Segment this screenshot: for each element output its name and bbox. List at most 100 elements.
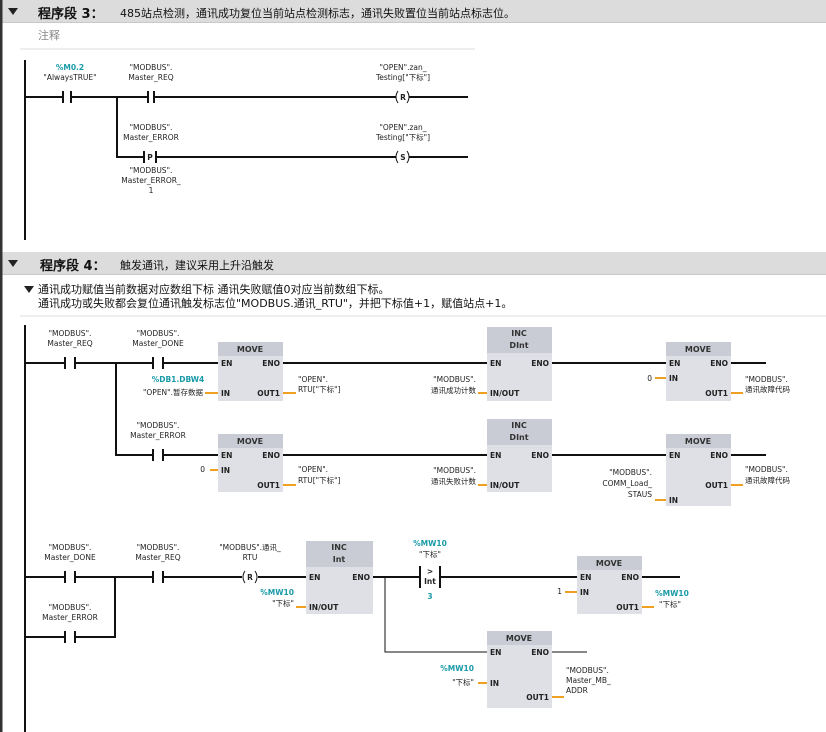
contact-tag: "MODBUS". — [137, 329, 180, 338]
contact-tag: "MODBUS". — [137, 421, 180, 430]
positive-edge-contact[interactable]: P — [147, 153, 153, 162]
pin-out1: OUT1 — [257, 389, 280, 398]
pin-out1: OUT1 — [616, 603, 639, 612]
operand-address: %DB1.DBW4 — [152, 375, 205, 384]
coil-tag: "OPEN".zan_ — [379, 63, 426, 72]
coil-tag: RTU — [243, 553, 258, 562]
pin-inout: IN/OUT — [490, 389, 520, 398]
network-4-title: 程序段 4： — [40, 259, 106, 274]
inc-type[interactable]: DInt — [509, 341, 528, 350]
operand-tag: 通讯故障代码 — [745, 475, 790, 485]
operand-address: %MW10 — [413, 539, 447, 548]
pin-in: IN — [669, 496, 678, 505]
inc-block-title[interactable]: INC — [511, 421, 527, 430]
move-block-title[interactable]: MOVE — [506, 634, 532, 643]
pin-eno: ENO — [352, 573, 370, 582]
inc-block-title[interactable]: INC — [511, 329, 527, 338]
pin-eno: ENO — [531, 451, 549, 460]
contact-tag: Master_REQ — [135, 553, 180, 562]
operand-tag: "MODBUS". — [433, 375, 476, 384]
pin-in: IN — [221, 389, 230, 398]
contact-bars — [62, 91, 157, 163]
operand-tag: STAUS — [628, 490, 652, 499]
inc-type[interactable]: DInt — [509, 433, 528, 442]
pin-eno: ENO — [621, 573, 639, 582]
operand-tag: 通讯故障代码 — [745, 384, 790, 394]
operand-tag: ADDR — [566, 686, 588, 695]
coil-tag: Testing["下标"] — [375, 132, 430, 142]
rung-wire — [384, 577, 587, 653]
contact-tag: "MODBUS". — [49, 329, 92, 338]
rung-wire — [25, 577, 116, 638]
operand-tag: 通讯成功计数 — [431, 385, 476, 395]
pin-in: IN — [669, 374, 678, 383]
operand-tag: "下标" — [659, 599, 681, 609]
operand-tag: RTU["下标"] — [298, 384, 341, 394]
move-block-title[interactable]: MOVE — [237, 437, 263, 446]
move-block-title[interactable]: MOVE — [685, 437, 711, 446]
pin-in: IN — [221, 466, 230, 475]
pin-en: EN — [580, 573, 591, 582]
operand-address: %MW10 — [440, 664, 474, 673]
compare-constant: 3 — [427, 592, 432, 601]
pin-eno: ENO — [531, 359, 549, 368]
contact-tag: "MODBUS". — [49, 603, 92, 612]
contact-tag: Master_REQ — [128, 73, 173, 82]
operand-address: %MW10 — [260, 588, 294, 597]
pin-out1: OUT1 — [257, 481, 280, 490]
pin-out1: OUT1 — [526, 693, 549, 702]
move-block-title[interactable]: MOVE — [685, 345, 711, 354]
pin-en: EN — [309, 573, 320, 582]
coil-shapes — [395, 90, 410, 164]
move-block-title[interactable]: MOVE — [237, 345, 263, 354]
rung-wire — [115, 363, 766, 456]
operand-tag: COMM_Load_ — [602, 479, 652, 488]
network-3-comment[interactable]: 注释 — [38, 29, 60, 42]
contact-tag: "MODBUS". — [130, 63, 173, 72]
operand-tag: 通讯失败计数 — [431, 476, 476, 486]
network-3-header[interactable]: 程序段 3： 485站点检测，通讯成功复位当前站点检测标志，通讯失败置位当前站点… — [0, 0, 826, 23]
network-3-title: 程序段 3： — [38, 7, 104, 22]
network-4-comment-2[interactable]: 通讯成功或失败都会复位通讯触发标志位"MODBUS.通讯_RTU"，并把下标值+… — [38, 297, 513, 310]
edge-memory-tag: 1 — [149, 186, 154, 195]
compare-operator[interactable]: > — [427, 567, 433, 576]
coil-shape — [242, 570, 258, 584]
contact-tag: Master_DONE — [44, 553, 96, 562]
operand-tag: "下标" — [452, 677, 474, 687]
collapse-icon[interactable] — [8, 260, 18, 267]
operand-tag: Master_MB_ — [566, 676, 611, 685]
reset-coil[interactable]: R — [247, 573, 253, 582]
network-4-description: 触发通讯，建议采用上升沿触发 — [120, 259, 274, 272]
pin-en: EN — [221, 451, 232, 460]
constant: 0 — [647, 374, 652, 383]
coil-tag: Testing["下标"] — [375, 72, 430, 82]
pin-en: EN — [221, 359, 232, 368]
pin-inout: IN/OUT — [490, 481, 520, 490]
pin-en: EN — [669, 451, 680, 460]
pin-in: IN — [580, 588, 589, 597]
move-block-title[interactable]: MOVE — [596, 559, 622, 568]
operand-tag: "MODBUS". — [745, 465, 788, 474]
constant: 1 — [557, 587, 562, 596]
pin-eno: ENO — [262, 451, 280, 460]
reset-coil[interactable]: R — [400, 93, 406, 102]
contact-tag: "MODBUS". — [137, 543, 180, 552]
contact-tag: "MODBUS". — [49, 543, 92, 552]
coil-tag: "OPEN".zan_ — [379, 123, 426, 132]
network-4-rungs — [24, 325, 766, 732]
inc-block-title[interactable]: INC — [331, 543, 347, 552]
comment-collapse-icon[interactable] — [24, 286, 34, 293]
operand-tag: "OPEN".暂存数据 — [143, 387, 204, 397]
set-coil[interactable]: S — [400, 153, 405, 162]
collapse-icon[interactable] — [8, 8, 18, 15]
pin-eno: ENO — [710, 359, 728, 368]
network-4-comment-1[interactable]: 通讯成功赋值当前数据对应数组下标 通讯失败赋值0对应当前数组下标。 — [38, 283, 390, 296]
inc-type[interactable]: Int — [333, 555, 346, 564]
network-3-description: 485站点检测，通讯成功复位当前站点检测标志，通讯失败置位当前站点标志位。 — [120, 7, 515, 20]
network-4-header[interactable]: 程序段 4： 触发通讯，建议采用上升沿触发 — [0, 252, 826, 275]
compare-type[interactable]: Int — [424, 577, 436, 586]
box-shapes[interactable] — [218, 327, 731, 708]
contact-tag: Master_REQ — [47, 339, 92, 348]
